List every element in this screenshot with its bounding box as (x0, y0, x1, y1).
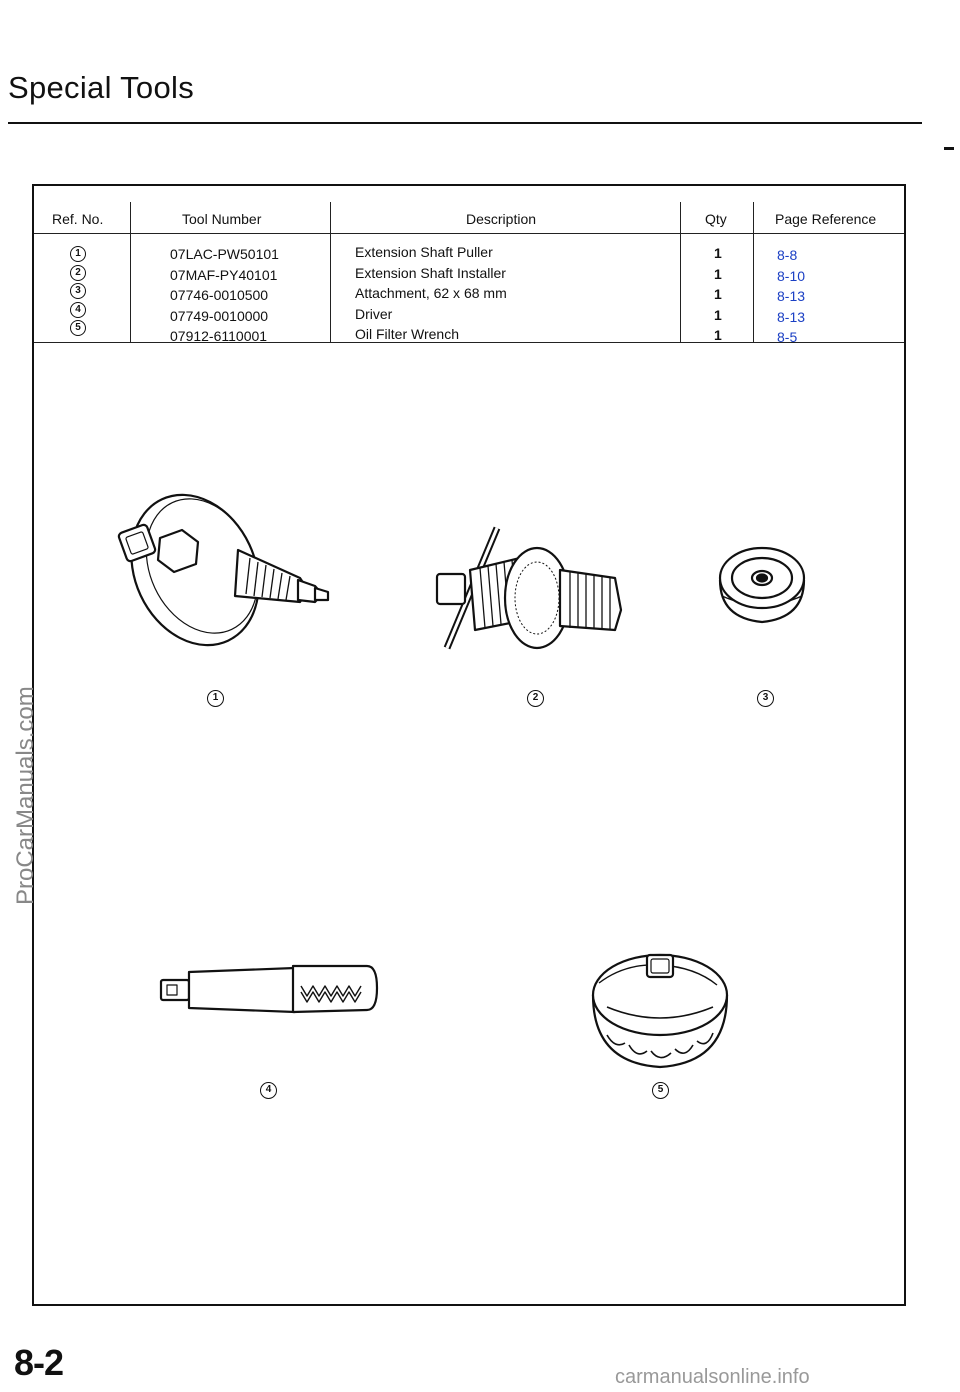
ref-number: 3 (70, 283, 86, 299)
watermark-procarmanuals: ProCarManuals.com (12, 686, 39, 905)
page-reference-link[interactable]: 8-10 (777, 267, 806, 284)
callout-marker: 2 (527, 690, 544, 707)
tool-number: 07MAF-PY40101 (170, 266, 278, 283)
title-rule (8, 122, 922, 124)
ref-number: 4 (70, 301, 86, 318)
ref-number: 2 (70, 264, 86, 281)
page-reference-link[interactable]: 8-8 (777, 247, 798, 263)
callout-marker: 3 (757, 690, 774, 707)
tool-qty: 1 (714, 327, 722, 343)
qty-column: 1 1 1 1 1 (714, 243, 722, 346)
ref-number: 1 (70, 246, 86, 262)
header-ref-no: Ref. No. (52, 211, 104, 227)
column-separator (680, 202, 681, 342)
table-bottom-rule (34, 342, 904, 343)
ref-number: 5 (70, 320, 86, 336)
ref-no-column: 1 2 3 4 5 (70, 244, 86, 339)
tool-qty: 1 (714, 306, 722, 323)
tool-description: Driver (355, 305, 393, 322)
tool-qty: 1 (714, 245, 722, 261)
column-separator (130, 202, 131, 342)
tool-number: 07LAC-PW50101 (170, 246, 279, 262)
header-rule (34, 233, 904, 234)
page-title: Special Tools (8, 70, 194, 105)
tool-description: Oil Filter Wrench (355, 326, 459, 342)
callout-marker: 1 (207, 690, 224, 707)
page-number: 8-2 (14, 1342, 64, 1383)
watermark-carmanualsonline: carmanualsonline.info (615, 1366, 810, 1388)
tools-frame (32, 184, 906, 1306)
tool-description: Extension Shaft Puller (355, 244, 493, 260)
page-reference-column: 8-8 8-10 8-13 8-13 8-5 (777, 245, 805, 348)
tool-description: Extension Shaft Installer (355, 264, 506, 281)
driver-illustration (159, 964, 379, 1014)
description-column: Extension Shaft Puller Extension Shaft I… (355, 242, 507, 345)
tool-number-column: 07LAC-PW50101 07MAF-PY40101 07746-001050… (170, 244, 279, 347)
tool-number: 07746-0010500 (170, 287, 269, 303)
callout-marker: 4 (260, 1082, 277, 1099)
header-tool-number: Tool Number (182, 211, 262, 227)
callout-marker: 5 (652, 1082, 669, 1099)
tool-number: 07912-6110001 (170, 328, 268, 344)
corner-dash (944, 147, 954, 150)
header-qty: Qty (705, 211, 727, 227)
extension-shaft-puller-illustration (117, 493, 330, 647)
column-separator (753, 202, 754, 342)
tool-qty: 1 (714, 265, 722, 282)
header-description: Description (466, 211, 537, 227)
column-separator (330, 202, 331, 342)
oil-filter-wrench-illustration (591, 953, 729, 1069)
extension-shaft-installer-illustration (435, 526, 623, 650)
page-reference-link[interactable]: 8-5 (777, 329, 798, 345)
tool-description: Attachment, 62 x 68 mm (355, 285, 507, 301)
tool-number: 07749-0010000 (170, 307, 269, 324)
attachment-illustration (718, 546, 806, 624)
header-page-reference: Page Reference (775, 211, 877, 227)
tool-qty: 1 (714, 286, 722, 302)
page-reference-link[interactable]: 8-13 (777, 288, 806, 304)
page-reference-link[interactable]: 8-13 (777, 308, 806, 325)
